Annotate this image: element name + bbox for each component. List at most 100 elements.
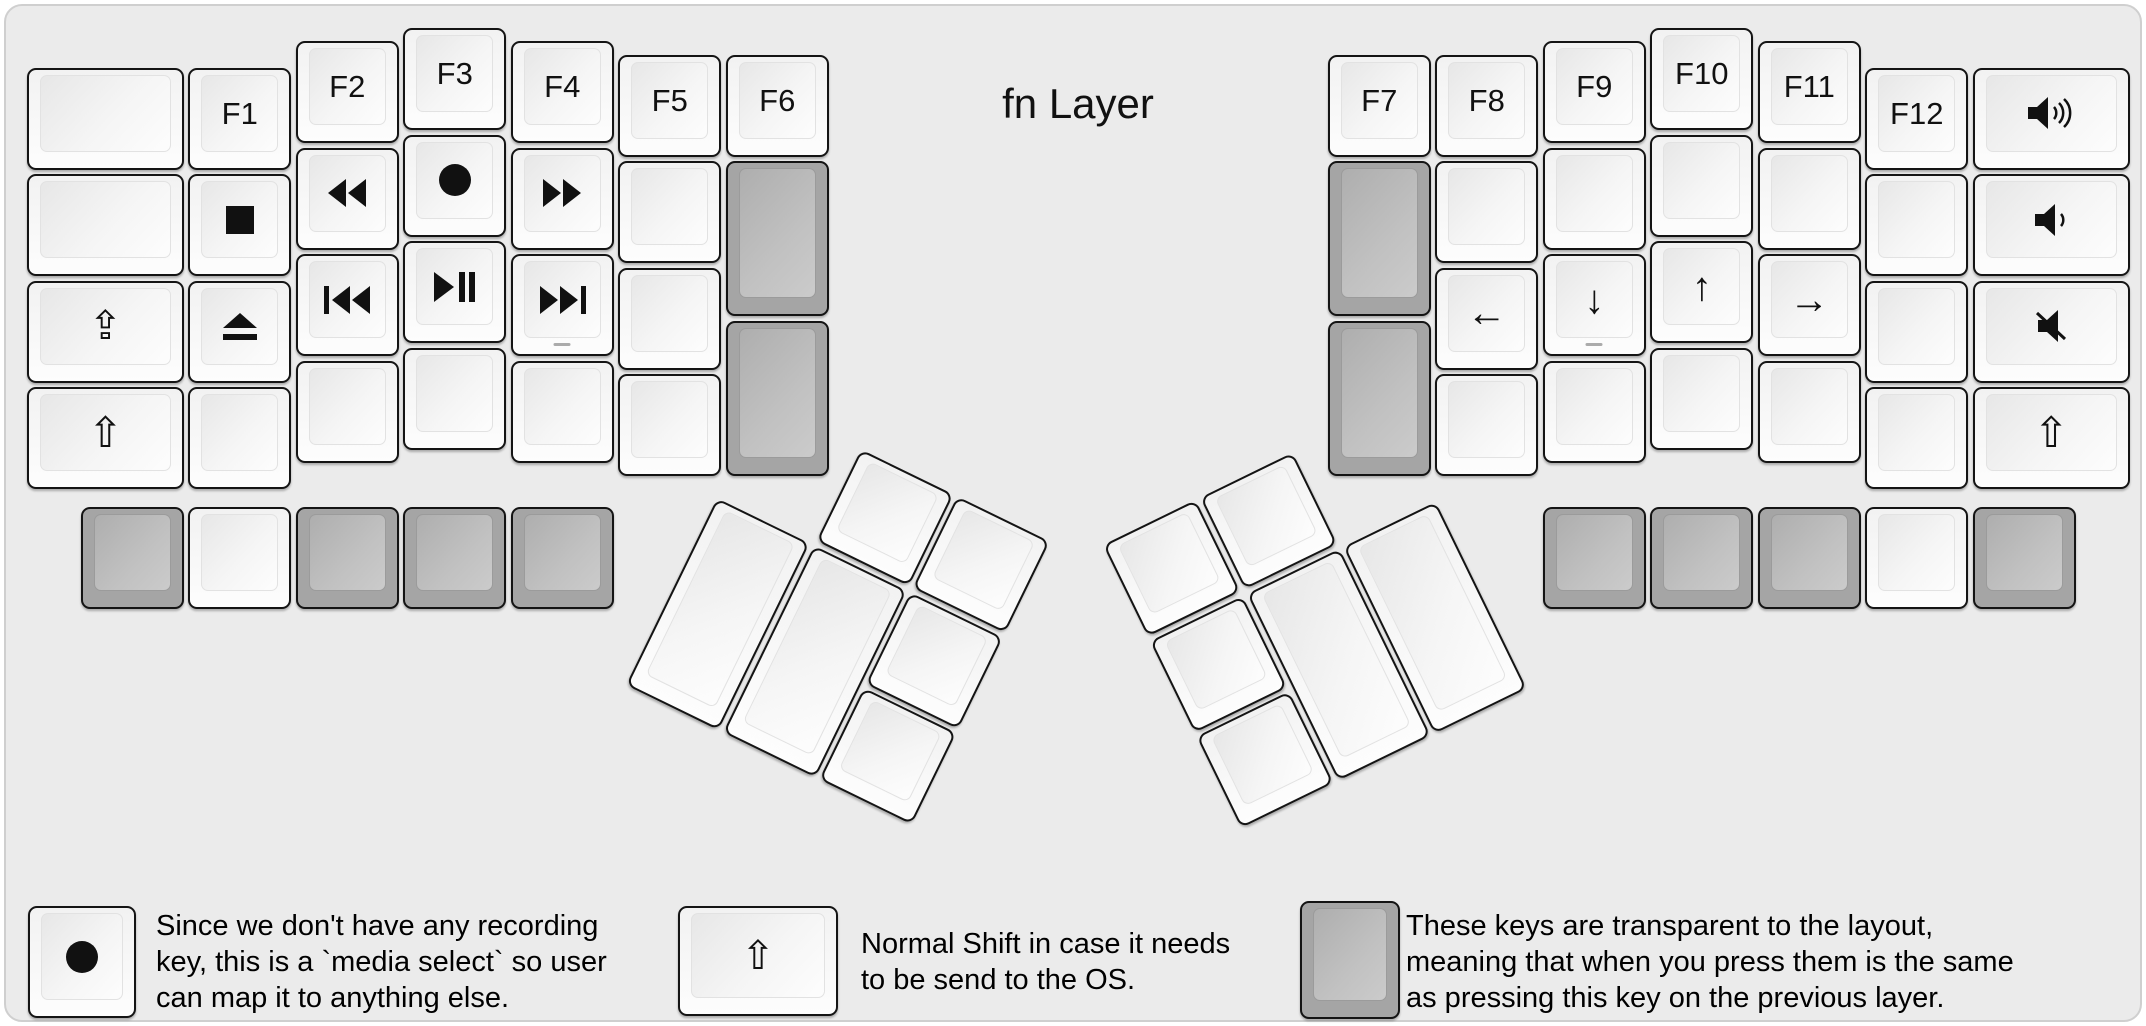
key-next-track[interactable] — [510, 254, 614, 357]
key-f8[interactable]: F8 — [1435, 54, 1539, 157]
key-left-blank-8[interactable] — [618, 267, 722, 370]
keytop-left-blank-2 — [40, 181, 171, 259]
key-label-arrow-down: ↓ — [1584, 277, 1605, 322]
key-label-f3: F3 — [436, 56, 473, 91]
key-left-transparent-6[interactable] — [510, 507, 614, 610]
keytop-f11: F11 — [1770, 48, 1848, 126]
key-label-f11: F11 — [1783, 69, 1835, 105]
key-right-blank-2[interactable] — [1435, 374, 1539, 477]
key-prev-track[interactable] — [295, 254, 399, 357]
key-legend-2: ⇧ — [678, 906, 838, 1016]
key-left-transparent-2[interactable] — [725, 320, 829, 477]
record-icon — [438, 164, 471, 196]
volume-down-icon — [2035, 203, 2065, 236]
keytop-left-blank-7 — [631, 168, 709, 246]
key-arrow-down[interactable]: ↓ — [1542, 254, 1646, 357]
key-left-transparent-4[interactable] — [295, 507, 399, 610]
keytop-right-blank-5 — [1663, 141, 1741, 219]
key-right-blank-6[interactable] — [1650, 347, 1754, 450]
key-f3[interactable]: F3 — [403, 28, 507, 130]
key-left-blank-5[interactable] — [403, 347, 507, 450]
key-right-blank-9[interactable] — [1865, 174, 1969, 277]
key-left-blank-4[interactable] — [295, 360, 399, 463]
keytop-arrow-left: ← — [1448, 274, 1526, 352]
legend-text-transparent: These keys are transparent to the layout… — [1406, 910, 2014, 1014]
keytop-f7: F7 — [1340, 61, 1418, 139]
key-f7[interactable]: F7 — [1327, 54, 1431, 157]
key-f6[interactable]: F6 — [725, 54, 829, 157]
key-left-blank-9[interactable] — [618, 374, 722, 477]
keytop-left-blank-9 — [631, 381, 709, 459]
keytop-right-blank-6 — [1663, 354, 1741, 432]
key-stop[interactable] — [188, 174, 292, 277]
key-right-blank-8[interactable] — [1757, 360, 1861, 463]
key-left-blank-2[interactable] — [27, 174, 184, 277]
key-media-select-record[interactable] — [403, 134, 507, 237]
key-label-right-shift: ⇧ — [2033, 408, 2069, 456]
key-left-transparent-3[interactable] — [80, 507, 184, 610]
keytop-f9: F9 — [1555, 48, 1633, 126]
key-arrow-up[interactable]: ↑ — [1650, 241, 1754, 343]
key-arrow-left[interactable]: ← — [1435, 267, 1539, 370]
key-volume-down[interactable] — [1972, 174, 2130, 277]
keytop-play-pause — [416, 248, 494, 325]
key-label-arrow-right: → — [1789, 277, 1830, 322]
keytop-left-blank-10 — [201, 514, 279, 592]
key-eject[interactable] — [188, 280, 292, 383]
key-left-shift[interactable]: ⇧ — [27, 387, 184, 490]
key-f4[interactable]: F4 — [510, 41, 614, 144]
key-left-blank-3[interactable] — [188, 387, 292, 490]
key-f2[interactable]: F2 — [295, 41, 399, 144]
page-title: fn Layer — [1002, 80, 1154, 127]
key-right-blank-4[interactable] — [1542, 360, 1646, 463]
key-right-blank-3[interactable] — [1542, 147, 1646, 250]
key-left-blank-6[interactable] — [510, 360, 614, 463]
key-right-blank-7[interactable] — [1757, 147, 1861, 250]
keytop-right-blank-11 — [1878, 394, 1956, 472]
key-right-transparent-4[interactable] — [1650, 507, 1754, 610]
key-left-blank-1[interactable] — [27, 67, 184, 170]
key-right-transparent-2[interactable] — [1327, 320, 1431, 477]
key-play-pause[interactable] — [403, 241, 507, 343]
key-right-blank-10[interactable] — [1865, 280, 1969, 383]
key-legend-1 — [28, 906, 136, 1018]
key-right-transparent-7[interactable] — [1972, 507, 2076, 610]
key-legend-3 — [1300, 901, 1400, 1019]
key-right-blank-1[interactable] — [1435, 161, 1539, 264]
keytop-legend-1 — [41, 913, 123, 1000]
keytop-left-blank-3 — [201, 394, 279, 472]
keytop-left-blank-5 — [416, 354, 494, 432]
key-left-blank-10[interactable] — [188, 507, 292, 610]
homing-dash — [1585, 343, 1603, 347]
key-left-transparent-1[interactable] — [725, 161, 829, 317]
key-caps-lock[interactable]: ⇪ — [27, 280, 184, 383]
key-right-transparent-3[interactable] — [1542, 507, 1646, 610]
key-fast-forward[interactable] — [510, 147, 614, 250]
fast-forward-icon — [543, 179, 582, 208]
keytop-left-transparent-6 — [523, 514, 601, 592]
key-right-transparent-1[interactable] — [1327, 161, 1431, 317]
key-left-blank-7[interactable] — [618, 161, 722, 264]
key-f11[interactable]: F11 — [1757, 41, 1861, 144]
legend-text-normal-shift: Normal Shift in case it needs to be send… — [861, 928, 1231, 996]
keytop-f3: F3 — [416, 35, 494, 112]
mute-icon — [2036, 310, 2067, 343]
key-f9[interactable]: F9 — [1542, 41, 1646, 144]
key-f10[interactable]: F10 — [1650, 28, 1754, 130]
key-right-transparent-5[interactable] — [1757, 507, 1861, 610]
key-f12[interactable]: F12 — [1865, 67, 1969, 170]
key-mute[interactable] — [1972, 280, 2130, 383]
key-rewind[interactable] — [295, 147, 399, 250]
key-left-transparent-5[interactable] — [403, 507, 507, 610]
volume-up-icon — [2028, 97, 2072, 130]
keytop-mute — [1985, 287, 2117, 365]
key-f1[interactable]: F1 — [188, 67, 292, 170]
key-arrow-right[interactable]: → — [1757, 254, 1861, 357]
key-right-blank-12[interactable] — [1865, 507, 1969, 610]
key-right-blank-11[interactable] — [1865, 387, 1969, 490]
key-right-blank-5[interactable] — [1650, 134, 1754, 237]
key-right-shift[interactable]: ⇧ — [1972, 387, 2130, 490]
key-f5[interactable]: F5 — [618, 54, 722, 157]
key-volume-up[interactable] — [1972, 67, 2130, 170]
keytop-right-blank-4 — [1555, 367, 1633, 445]
